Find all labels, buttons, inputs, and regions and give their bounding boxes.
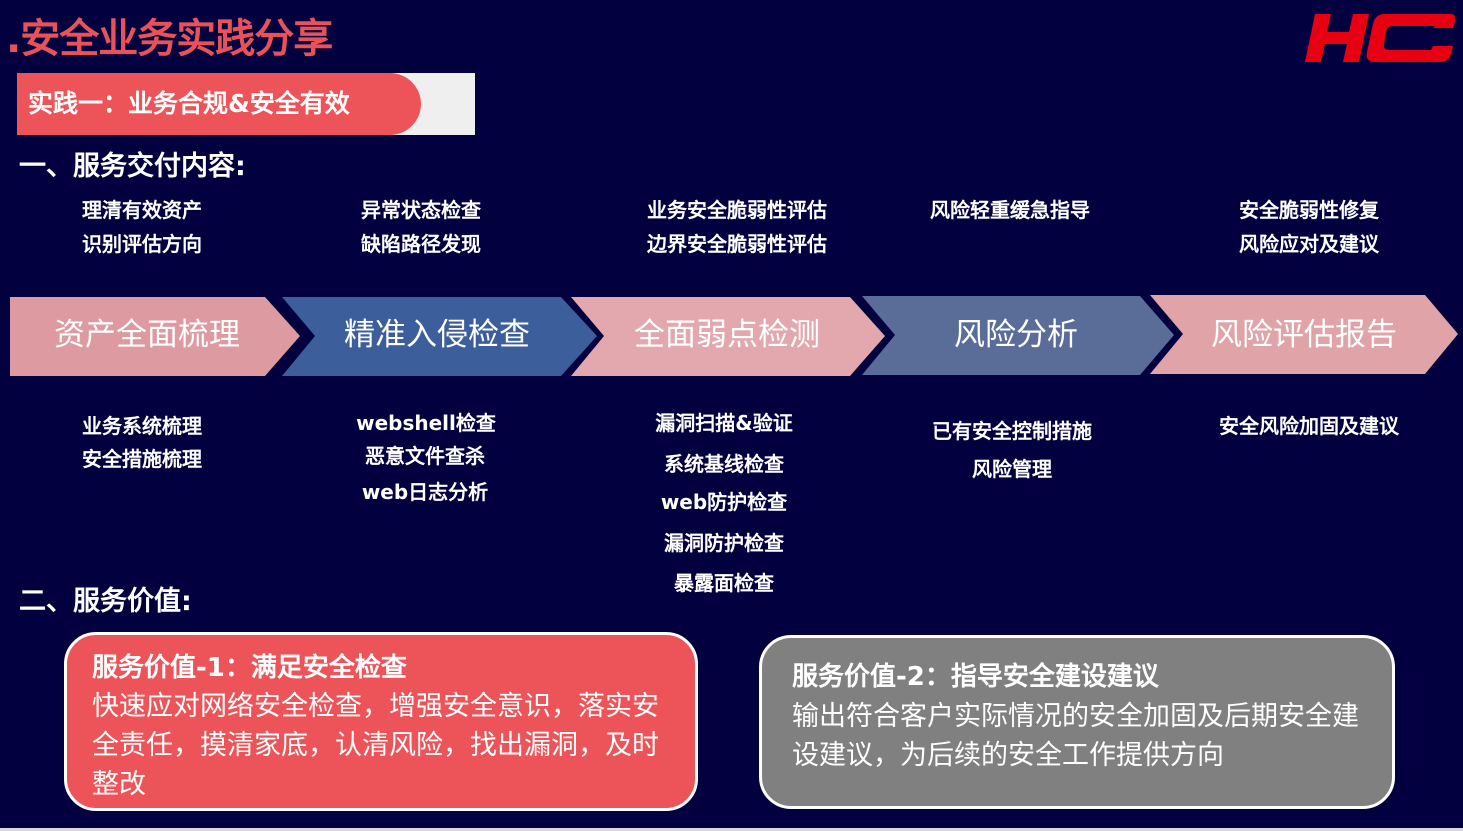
section1-heading: 一、服务交付内容: bbox=[19, 151, 246, 182]
value-card-title: 服务价值-2：指导安全建设建议 bbox=[792, 662, 1159, 692]
page-title: .安全业务实践分享 bbox=[6, 16, 333, 62]
stage4-bottom-item: 风险管理 bbox=[972, 457, 1052, 481]
chevron-stage-5 bbox=[1150, 295, 1458, 374]
stage5-label: 风险评估报告 bbox=[1211, 317, 1397, 353]
value-card-body: 输出符合客户实际情况的安全加固及后期安全建设建议，为后续的安全工作提供方向 bbox=[792, 701, 1359, 771]
stage5-bottom-item: 安全风险加固及建议 bbox=[1219, 414, 1399, 438]
stage1-top-item: 识别评估方向 bbox=[82, 232, 202, 256]
stage3-bottom-item: 系统基线检查 bbox=[664, 452, 784, 476]
stage3-top-item: 边界安全脆弱性评估 bbox=[647, 232, 827, 256]
chevron-stage-2 bbox=[282, 297, 597, 376]
value-card-title: 服务价值-1：满足安全检查 bbox=[92, 653, 407, 683]
chevron-stage-3 bbox=[571, 297, 885, 376]
section2-heading: 二、服务价值: bbox=[19, 586, 192, 617]
value-card-body: 快速应对网络安全检查，增强安全意识，落实安全责任，摸清家底，认清风险，找出漏洞，… bbox=[92, 691, 659, 800]
banner-label: 实践一：业务合规&安全有效 bbox=[28, 89, 350, 118]
stage3-label: 全面弱点检测 bbox=[634, 317, 820, 353]
stage2-bottom-item: webshell检查 bbox=[356, 411, 496, 435]
process-chevrons bbox=[10, 295, 1458, 376]
stage5-top-item: 风险应对及建议 bbox=[1239, 232, 1379, 256]
banner-pill bbox=[17, 73, 421, 135]
stage1-top-item: 理清有效资产 bbox=[82, 198, 202, 222]
chevron-stage-1 bbox=[10, 297, 300, 376]
stage1-label: 资产全面梳理 bbox=[54, 317, 240, 353]
stage4-label: 风险分析 bbox=[954, 317, 1078, 353]
value-card-1: 服务价值-1：满足安全检查 快速应对网络安全检查，增强安全意识，落实安全责任，摸… bbox=[64, 632, 698, 811]
stage3-bottom-item: 漏洞扫描&验证 bbox=[655, 411, 793, 435]
stage2-bottom-item: web日志分析 bbox=[361, 480, 489, 504]
stage4-top-item: 风险轻重缓急指导 bbox=[930, 198, 1090, 222]
stage2-top-item: 异常状态检查 bbox=[361, 198, 481, 222]
hc-logo bbox=[1305, 14, 1455, 62]
stage1-bottom-item: 业务系统梳理 bbox=[82, 414, 202, 438]
value-card-2: 服务价值-2：指导安全建设建议 输出符合客户实际情况的安全加固及后期安全建设建议… bbox=[759, 635, 1395, 809]
stage1-bottom-item: 安全措施梳理 bbox=[82, 447, 202, 471]
stage2-label: 精准入侵检查 bbox=[344, 317, 530, 353]
chevron-stage-4 bbox=[862, 296, 1174, 375]
stage3-bottom-item: web防护检查 bbox=[660, 490, 788, 514]
stage5-top-item: 安全脆弱性修复 bbox=[1239, 198, 1379, 222]
stage2-bottom-item: 恶意文件查杀 bbox=[365, 444, 485, 468]
stage4-bottom-item: 已有安全控制措施 bbox=[932, 419, 1092, 443]
stage3-bottom-item: 漏洞防护检查 bbox=[664, 531, 784, 555]
stage3-bottom-item: 暴露面检查 bbox=[674, 571, 774, 595]
bottom-edge bbox=[0, 828, 1463, 831]
stage2-top-item: 缺陷路径发现 bbox=[361, 232, 481, 256]
stage3-top-item: 业务安全脆弱性评估 bbox=[647, 198, 827, 222]
